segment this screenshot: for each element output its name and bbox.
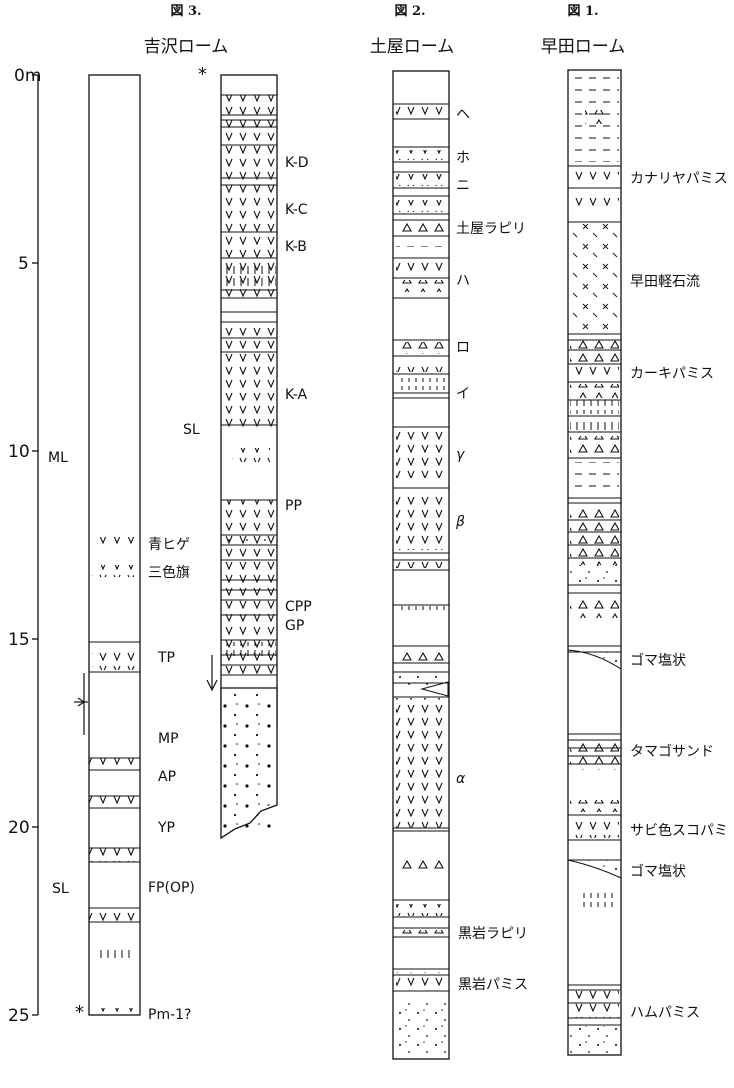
layer <box>222 95 276 675</box>
layer-label: β <box>455 514 465 530</box>
depth-scale: 0m 5 10 15 20 25 <box>8 66 41 1026</box>
layer-label: サビ色スコパミ <box>630 822 728 839</box>
figure-3-title: 吉沢ローム <box>144 37 229 57</box>
layer-label: カナリヤパミス <box>630 171 728 187</box>
asterisk-icon: * <box>75 1002 84 1023</box>
layer-label: K-C <box>285 202 308 218</box>
figure-2-title: 土屋ローム <box>370 37 455 57</box>
column-3a: * ML SL 青ヒゲ 三色旗 TP MP AP YP FP(OP) Pm-1? <box>48 75 195 1023</box>
layer-label: SL <box>52 881 69 897</box>
layer-label: 青ヒゲ <box>148 537 190 553</box>
column-2: ヘ ホ ニ 土屋ラピリ ハ ロ イ γ β α 黒岩ラピリ 黒岩パミス <box>393 71 528 1059</box>
figure-3-number: 図 3. <box>170 4 201 19</box>
layer-label: AP <box>158 769 176 785</box>
layer <box>222 298 276 328</box>
layer-label: ハムパミス <box>630 1005 700 1021</box>
figure-1-number: 図 1. <box>567 4 598 19</box>
layer <box>92 565 134 577</box>
layer <box>89 848 140 862</box>
layer-label: PP <box>285 498 302 514</box>
layer-label: ゴマ塩状 <box>630 652 686 669</box>
layer <box>89 796 140 808</box>
layer-label: MP <box>158 731 179 747</box>
layer-label: ML <box>48 450 68 466</box>
depth-tick-label: 0m <box>14 66 41 86</box>
layer-label: K-B <box>285 239 307 255</box>
layer-label: ヘ <box>456 107 470 123</box>
asterisk-icon: * <box>198 64 207 85</box>
depth-tick-label: 20 <box>8 818 30 838</box>
layer-label: α <box>456 771 466 787</box>
layer-label: GP <box>285 618 304 634</box>
figure-2-header: 図 2. 土屋ローム <box>370 4 455 57</box>
layer <box>96 947 134 961</box>
layer <box>92 537 134 549</box>
layer-label: Pm-1? <box>148 1007 191 1023</box>
layer-label: SL <box>183 422 200 438</box>
depth-tick-label: 5 <box>18 254 29 274</box>
layer <box>95 1008 135 1016</box>
layer-label: K-A <box>285 387 307 403</box>
layer-label: ニ <box>456 178 470 194</box>
layer-label: 三色旗 <box>148 564 190 581</box>
column-1: カナリヤパミス 早田軽石流 カーキパミス ゴマ塩状 タマゴサンド サビ色スコパミ… <box>568 70 728 1055</box>
layer-label: ホ <box>456 150 470 166</box>
depth-tick-label: 15 <box>8 630 30 650</box>
layer-label: 黒岩ラピリ <box>458 926 528 942</box>
layer-label: タマゴサンド <box>630 743 714 760</box>
depth-tick-label: 25 <box>8 1006 30 1026</box>
layer-label: 黒岩パミス <box>458 977 528 993</box>
layer <box>89 758 140 770</box>
column-3b: * K-D K-C K-B K-A SL PP CPP GP <box>183 64 312 838</box>
figure-2-number: 図 2. <box>394 4 425 19</box>
layer-label: CPP <box>285 599 312 615</box>
layer-label: 土屋ラピリ <box>456 221 526 237</box>
layer-label: ハ <box>456 273 470 289</box>
layer <box>89 908 140 922</box>
depth-tick-label: 10 <box>8 442 30 462</box>
layer-label: ゴマ塩状 <box>630 863 686 880</box>
layer-label: 早田軽石流 <box>630 274 700 290</box>
layer-label: γ <box>456 447 465 463</box>
layer-label: YP <box>157 820 175 836</box>
layer <box>222 263 276 289</box>
figure-1-title: 早田ローム <box>541 37 626 57</box>
figure-1-header: 図 1. 早田ローム <box>541 4 626 57</box>
layer-label: TP <box>157 650 175 666</box>
layer <box>222 430 276 500</box>
layer-label: カーキパミス <box>630 366 714 382</box>
layer-label: K-D <box>285 155 309 171</box>
layer-label: イ <box>456 386 470 402</box>
layer-label: ロ <box>456 340 470 356</box>
figure-3-header: 図 3. 吉沢ローム <box>144 4 229 57</box>
layer-label: FP(OP) <box>148 880 195 896</box>
